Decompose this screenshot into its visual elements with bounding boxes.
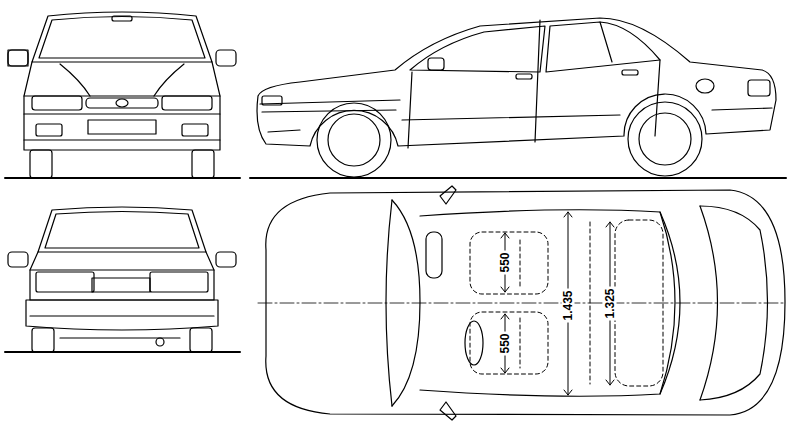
side-view [257, 18, 776, 177]
dimension-label: 550 [499, 331, 512, 355]
dimension-label: 1.325 [604, 286, 617, 320]
dimension-label: 1.435 [562, 288, 575, 322]
top-view [258, 186, 786, 420]
rear-view [8, 207, 236, 352]
dimension-label: 550 [499, 250, 512, 274]
front-view [8, 12, 236, 178]
